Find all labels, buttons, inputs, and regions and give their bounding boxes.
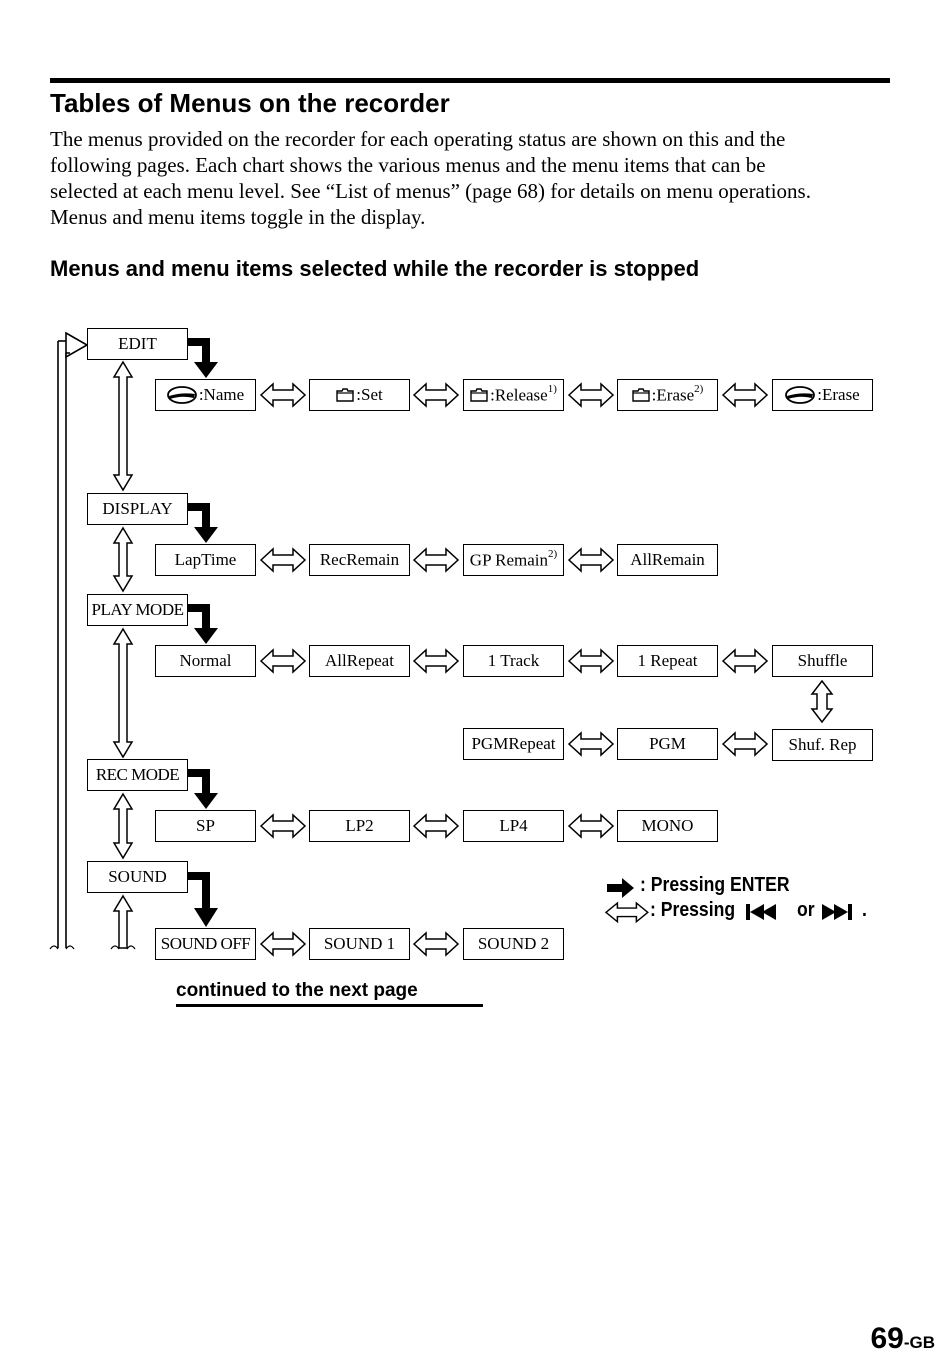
- item-laptime[interactable]: LapTime: [155, 544, 256, 576]
- enter-arrow-playmode: [188, 608, 218, 644]
- item-label: :Release1): [490, 382, 557, 406]
- item-text: GP Remain: [469, 550, 549, 570]
- menu-display[interactable]: DISPLAY: [87, 493, 188, 525]
- toggle-arrow: [260, 383, 306, 407]
- section-title: Menus and menu items selected while the …: [50, 256, 700, 281]
- menu-sound[interactable]: SOUND: [87, 861, 188, 893]
- vertical-arrow-recmode-sound: [112, 792, 134, 860]
- item-folder-set[interactable]: :Set: [309, 379, 410, 411]
- toggle-arrow: [722, 383, 768, 407]
- item-label: :Set: [356, 385, 383, 404]
- enter-arrow-recmode: [188, 773, 218, 809]
- item-label: :Erase2): [651, 382, 704, 406]
- footnote-ref: 1): [547, 382, 557, 395]
- toggle-arrow: [568, 649, 614, 673]
- item-sound-off[interactable]: SOUND OFF: [155, 928, 256, 960]
- item-allremain[interactable]: AllRemain: [617, 544, 718, 576]
- page-title: Tables of Menus on the recorder: [50, 88, 450, 118]
- toggle-arrow: [413, 383, 459, 407]
- page-number-suffix: -GB: [903, 1333, 935, 1352]
- toggle-arrow: [413, 932, 459, 956]
- toggle-arrow: [568, 548, 614, 572]
- previous-track-icon: [746, 904, 776, 920]
- item-mono[interactable]: MONO: [617, 810, 718, 842]
- enter-arrow-edit: [188, 342, 218, 378]
- page-number: 69-GB: [870, 1322, 935, 1356]
- next-track-icon: [822, 904, 852, 920]
- item-text: :Release: [490, 385, 548, 405]
- top-rule: [50, 78, 890, 83]
- folder-icon: [631, 388, 650, 402]
- item-text: :Erase: [651, 385, 695, 405]
- toggle-arrow-vertical: [810, 679, 834, 724]
- item-gp-remain[interactable]: GP Remain2): [463, 544, 564, 576]
- toggle-arrow: [413, 649, 459, 673]
- legend-toggle-arrow-icon: [604, 901, 649, 924]
- toggle-arrow: [568, 732, 614, 756]
- intro-line: following pages. Each chart shows the va…: [50, 153, 766, 177]
- item-label: GP Remain2): [469, 547, 558, 571]
- item-shuf-rep[interactable]: Shuf. Rep: [772, 729, 873, 761]
- toggle-arrow: [722, 649, 768, 673]
- item-1-track[interactable]: 1 Track: [463, 645, 564, 677]
- toggle-arrow: [568, 814, 614, 838]
- intro-line: selected at each menu level. See “List o…: [50, 179, 811, 203]
- vertical-arrow-edit-display: [112, 360, 134, 492]
- disc-icon: [166, 386, 197, 404]
- intro-line: Menus and menu items toggle in the displ…: [50, 205, 426, 229]
- menu-play-mode[interactable]: PLAY MODE: [87, 594, 188, 626]
- legend-pressing-text: : Pressing: [650, 899, 736, 921]
- item-label: :Erase: [817, 385, 860, 404]
- toggle-arrow: [413, 548, 459, 572]
- item-normal[interactable]: Normal: [155, 645, 256, 677]
- vertical-arrow-display-playmode: [112, 526, 134, 593]
- item-recremain[interactable]: RecRemain: [309, 544, 410, 576]
- enter-arrow-sound-head: [194, 908, 218, 927]
- folder-icon: [470, 388, 488, 402]
- disc-icon: [785, 386, 816, 404]
- footnote-ref: 2): [548, 547, 558, 560]
- menu-edit[interactable]: EDIT: [87, 328, 188, 360]
- toggle-arrow: [413, 814, 459, 838]
- item-sound-1[interactable]: SOUND 1: [309, 928, 410, 960]
- item-1-repeat[interactable]: 1 Repeat: [617, 645, 718, 677]
- item-lp4[interactable]: LP4: [463, 810, 564, 842]
- enter-arrow-sound: [188, 872, 210, 910]
- menu-rec-mode[interactable]: REC MODE: [87, 759, 188, 791]
- item-label: :Name: [198, 385, 245, 404]
- item-sp[interactable]: SP: [155, 810, 256, 842]
- item-pgmrepeat[interactable]: PGMRepeat: [463, 728, 564, 760]
- toggle-arrow: [568, 383, 614, 407]
- item-disc-erase[interactable]: :Erase: [772, 379, 873, 411]
- toggle-arrow: [260, 932, 306, 956]
- item-disc-name[interactable]: :Name: [155, 379, 256, 411]
- item-folder-erase[interactable]: :Erase2): [617, 379, 718, 411]
- item-sound-2[interactable]: SOUND 2: [463, 928, 564, 960]
- enter-arrow-display: [188, 507, 218, 543]
- item-allrepeat[interactable]: AllRepeat: [309, 645, 410, 677]
- item-shuffle[interactable]: Shuffle: [772, 645, 873, 677]
- intro-line: The menus provided on the recorder for e…: [50, 127, 786, 151]
- page-number-value: 69: [870, 1322, 904, 1355]
- item-folder-release[interactable]: :Release1): [463, 379, 564, 411]
- vertical-arrow-playmode-recmode: [112, 627, 134, 759]
- footnote-ref: 2): [694, 382, 704, 395]
- legend-period-text: .: [862, 899, 867, 921]
- vertical-arrow-sound-continue: [110, 894, 136, 950]
- intro-paragraph: The menus provided on the recorder for e…: [50, 126, 900, 230]
- toggle-arrow: [260, 649, 306, 673]
- return-loop-line: [49, 331, 89, 950]
- item-pgm[interactable]: PGM: [617, 728, 718, 760]
- item-lp2[interactable]: LP2: [309, 810, 410, 842]
- toggle-arrow: [260, 814, 306, 838]
- legend-enter-arrow-icon: [607, 878, 634, 898]
- folder-icon: [336, 388, 354, 402]
- continued-underline: [176, 1004, 483, 1007]
- continued-note: continued to the next page: [176, 980, 418, 1001]
- toggle-arrow: [722, 732, 768, 756]
- legend-or-text: or: [797, 899, 815, 921]
- legend-enter-text: : Pressing ENTER: [640, 874, 790, 896]
- toggle-arrow: [260, 548, 306, 572]
